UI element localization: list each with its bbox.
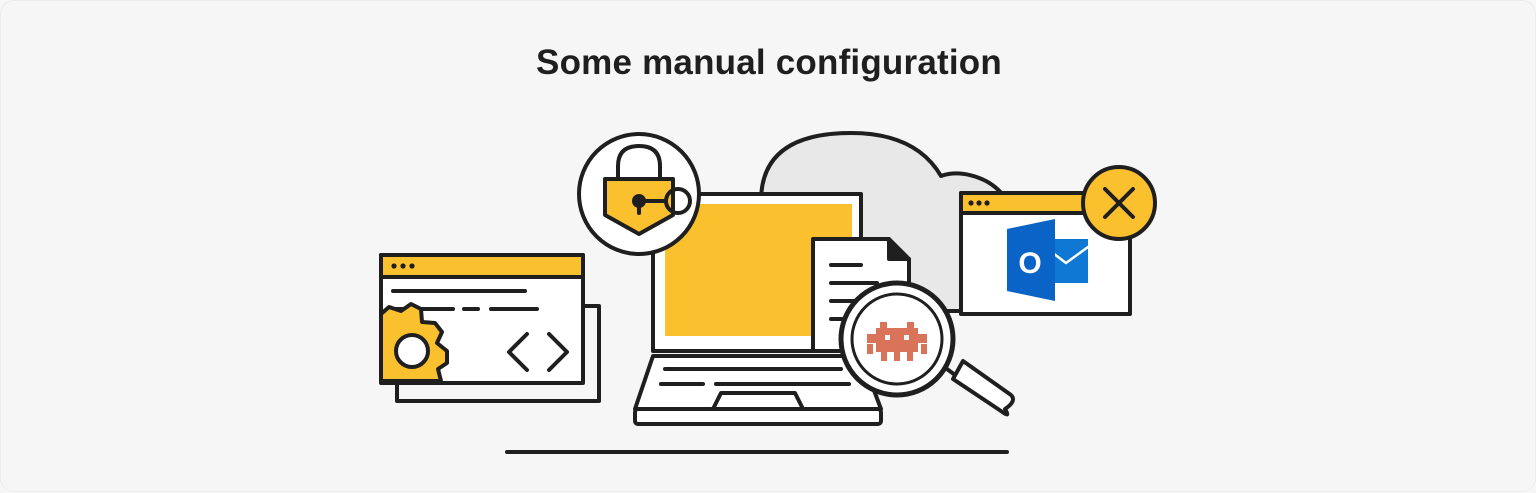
page-title: Some manual configuration — [536, 43, 1002, 82]
bug-icon — [867, 322, 927, 361]
outlook-letter: O — [1018, 247, 1041, 280]
browser-window-icon — [379, 253, 601, 403]
outlook-icon: O — [1007, 219, 1090, 301]
close-icon — [1081, 165, 1157, 241]
gear-icon — [379, 302, 449, 383]
code-brackets-icon — [507, 332, 569, 372]
padlock-key-icon — [577, 132, 701, 256]
